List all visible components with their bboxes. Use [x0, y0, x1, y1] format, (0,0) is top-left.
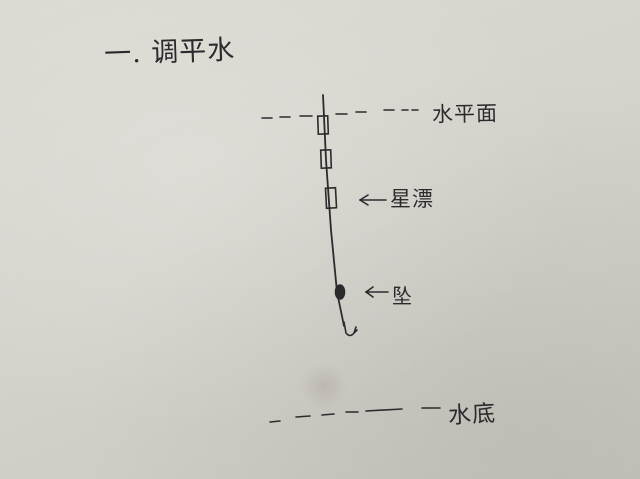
water-bottom-line — [269, 407, 441, 423]
float-bead-2 — [319, 149, 333, 169]
sinker — [334, 284, 346, 300]
float-bead-3 — [324, 186, 338, 210]
water-surface-line — [261, 109, 419, 119]
fishing-line — [322, 94, 345, 327]
paper-smudge — [300, 362, 348, 410]
water-bottom-label: 水底 — [447, 400, 497, 430]
hook — [343, 321, 358, 337]
arrow-to-sinker — [365, 286, 389, 298]
sinker-label: 坠 — [392, 284, 413, 308]
float-beans-label: 星漂 — [390, 187, 434, 211]
arrow-to-float — [359, 194, 387, 206]
float-bead-1 — [316, 115, 330, 135]
water-surface-label: 水平面 — [431, 101, 499, 127]
